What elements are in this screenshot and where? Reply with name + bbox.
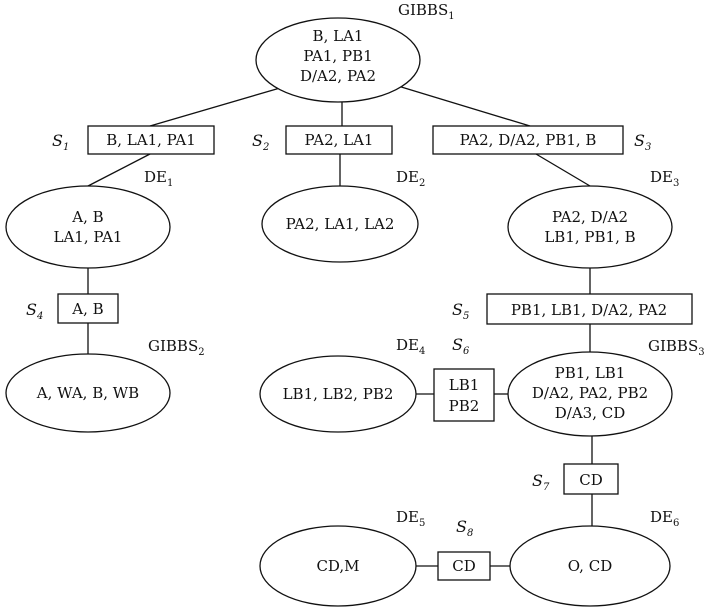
separator-s6-box [433,368,495,422]
separator-s1-box [87,125,215,155]
separator-s6-label: S6 [452,335,470,357]
node-de1-line: LA1, PA1 [54,228,123,246]
separator-s4-box [57,293,119,324]
node-gibbs1-line: PA1, PB1 [303,47,372,65]
node-de2: PA2, LA1, LA2 DE2 [261,168,425,263]
node-gibbs2-line: A, WA, B, WB [36,384,139,402]
node-gibbs2: A, WA, B, WB GIBBS2 [5,337,205,433]
node-de3-line: PA2, D/A2 [552,208,628,226]
node-gibbs3-ellipse [507,351,673,437]
node-de5-label: DE5 [396,508,425,529]
node-de1-label: DE1 [144,168,173,189]
separator-s2-label: S2 [252,131,269,153]
separator-s7-line: CD [579,471,603,489]
separator-s3-label: S3 [634,131,651,153]
separator-s3-box [432,125,624,155]
separator-s8-line: CD [452,557,476,575]
separator-s6-line: PB2 [449,397,480,415]
separator-s7: CD S7 [532,463,619,495]
separator-s1-label: S1 [52,131,69,153]
separator-s3: PA2, D/A2, PB1, B S3 [432,125,651,155]
separator-s7-label: S7 [532,471,550,493]
node-gibbs1-label: GIBBS1 [398,1,455,22]
separator-s7-box [563,463,619,495]
node-gibbs1-ellipse [255,17,421,103]
node-de3-ellipse [507,185,673,269]
node-de6: O, CD DE6 [509,508,679,607]
node-de5-line: CD,M [316,557,359,575]
node-gibbs3-line: D/A2, PA2, PB2 [532,384,648,402]
edge-s1-de1 [87,153,151,187]
node-gibbs2-ellipse [5,353,171,433]
edge-gibbs1-s1 [149,87,281,127]
separator-s8-label: S8 [456,517,473,539]
separator-s1: B, LA1, PA1 S1 [52,125,215,155]
separator-s5-box [486,293,693,325]
node-gibbs3-line: PB1, LB1 [555,364,626,382]
separator-s3-line: PA2, D/A2, PB1, B [460,131,597,149]
separator-s8-box [437,551,491,581]
separator-s6: LB1 PB2 S6 [433,335,495,422]
node-de6-label: DE6 [650,508,679,529]
node-gibbs3-line: D/A3, CD [555,404,626,422]
node-gibbs3-label: GIBBS3 [648,337,705,358]
separator-s8: CD S8 [437,517,491,581]
node-gibbs3: PB1, LB1 D/A2, PA2, PB2 D/A3, CD GIBBS3 [507,337,705,437]
node-de3-label: DE3 [650,168,679,189]
node-de4-label: DE4 [396,336,425,357]
node-de1-line: A, B [71,208,103,226]
node-de1: A, B LA1, PA1 DE1 [5,168,173,269]
node-de3: PA2, D/A2 LB1, PB1, B DE3 [507,168,679,269]
edge-s3-de3 [535,153,591,187]
node-de5: CD,M DE5 [259,508,425,607]
node-de2-ellipse [261,185,419,263]
node-de1-ellipse [5,185,171,269]
node-de6-ellipse [509,525,671,607]
edges [87,85,593,567]
separator-s6-line: LB1 [449,376,480,394]
node-de2-line: PA2, LA1, LA2 [286,215,395,233]
separator-s2-line: PA2, LA1 [305,131,374,149]
separator-s5: PB1, LB1, D/A2, PA2 S5 [452,293,693,325]
separator-s5-label: S5 [452,300,469,322]
node-de5-ellipse [259,525,417,607]
edge-gibbs1-s3 [397,85,531,127]
separator-s2: PA2, LA1 S2 [252,125,393,155]
node-de3-line: LB1, PB1, B [544,228,635,246]
separator-s4-line: A, B [71,300,103,318]
separator-s5-line: PB1, LB1, D/A2, PA2 [511,301,667,319]
separator-s4: A, B S4 [26,293,119,324]
separator-s2-box [285,125,393,155]
node-gibbs2-label: GIBBS2 [148,337,205,358]
node-gibbs1: B, LA1 PA1, PB1 D/A2, PA2 GIBBS1 [255,1,455,103]
node-de4-ellipse [259,355,417,433]
node-de4: LB1, LB2, PB2 DE4 [259,336,425,433]
separator-s4-label: S4 [26,300,43,322]
node-gibbs1-line: B, LA1 [313,27,364,45]
node-gibbs1-line: D/A2, PA2 [300,67,376,85]
separator-s1-line: B, LA1, PA1 [106,131,196,149]
node-de6-line: O, CD [568,557,612,575]
node-de2-label: DE2 [396,168,425,189]
node-de4-line: LB1, LB2, PB2 [283,385,394,403]
